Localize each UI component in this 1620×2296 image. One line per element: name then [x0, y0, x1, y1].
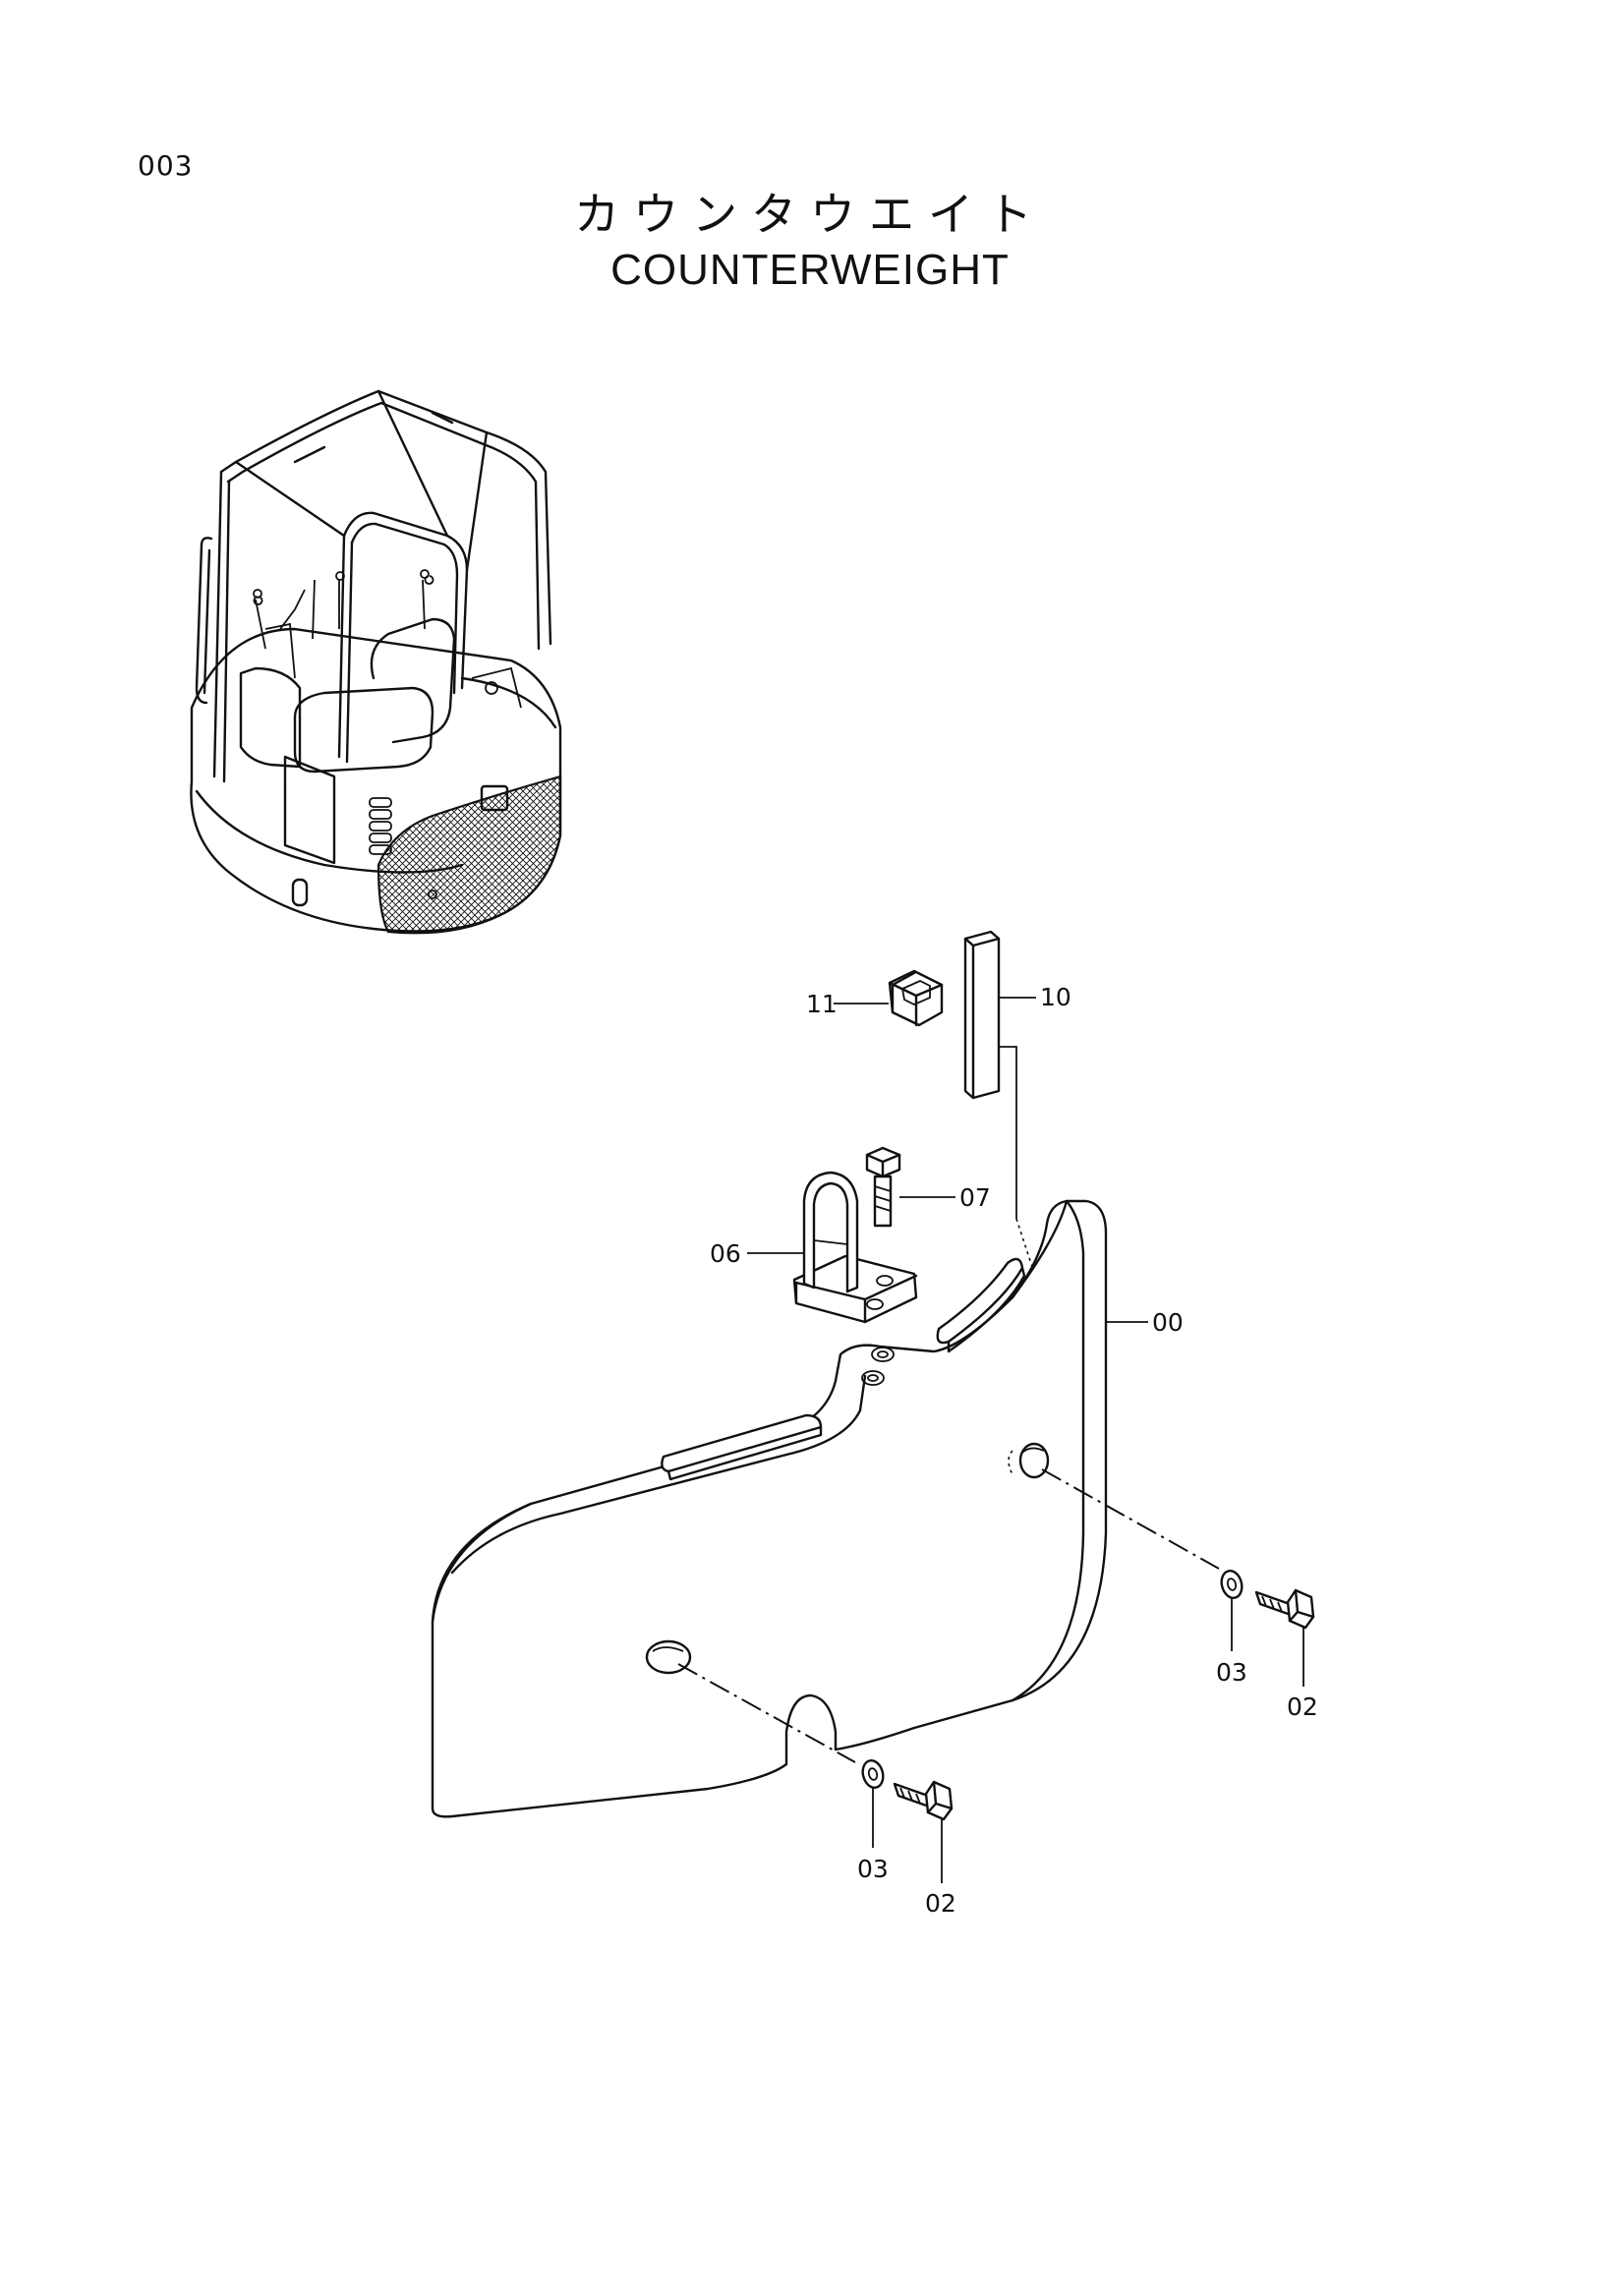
centerline-right [1041, 1468, 1220, 1570]
washer-icon [1220, 1570, 1244, 1599]
bolt-icon [865, 1146, 901, 1228]
callout-03-right: 03 [1216, 1658, 1247, 1687]
page-code: 003 [138, 149, 194, 182]
title-japanese: カウンタウエイト [574, 188, 1046, 241]
callout-02-right: 02 [1287, 1693, 1318, 1721]
excavator-overview-icon [190, 389, 562, 935]
title-english: COUNTERWEIGHT [610, 246, 1010, 294]
counterweight-icon [431, 1199, 1108, 1818]
callout-07: 07 [959, 1183, 991, 1212]
callout-02-left: 02 [925, 1889, 956, 1918]
centerline-left [677, 1663, 856, 1763]
callout-11: 11 [806, 990, 838, 1018]
callout-06: 06 [710, 1239, 741, 1268]
washer-icon [861, 1759, 885, 1789]
rubber-strip-icon [963, 930, 1001, 1100]
callout-00: 00 [1152, 1308, 1184, 1337]
page-title: カウンタウエイト COUNTERWEIGHT [0, 187, 1620, 299]
bolt-icon [893, 1780, 954, 1821]
overview-counterweight-hatch [376, 775, 562, 935]
cushion-block-icon [888, 969, 944, 1027]
lifting-bracket-icon [792, 1171, 918, 1324]
callout-03-left: 03 [857, 1855, 889, 1883]
callout-10: 10 [1040, 983, 1071, 1011]
bolt-icon [1254, 1588, 1315, 1630]
assembly-line-10 [999, 1046, 1017, 1219]
